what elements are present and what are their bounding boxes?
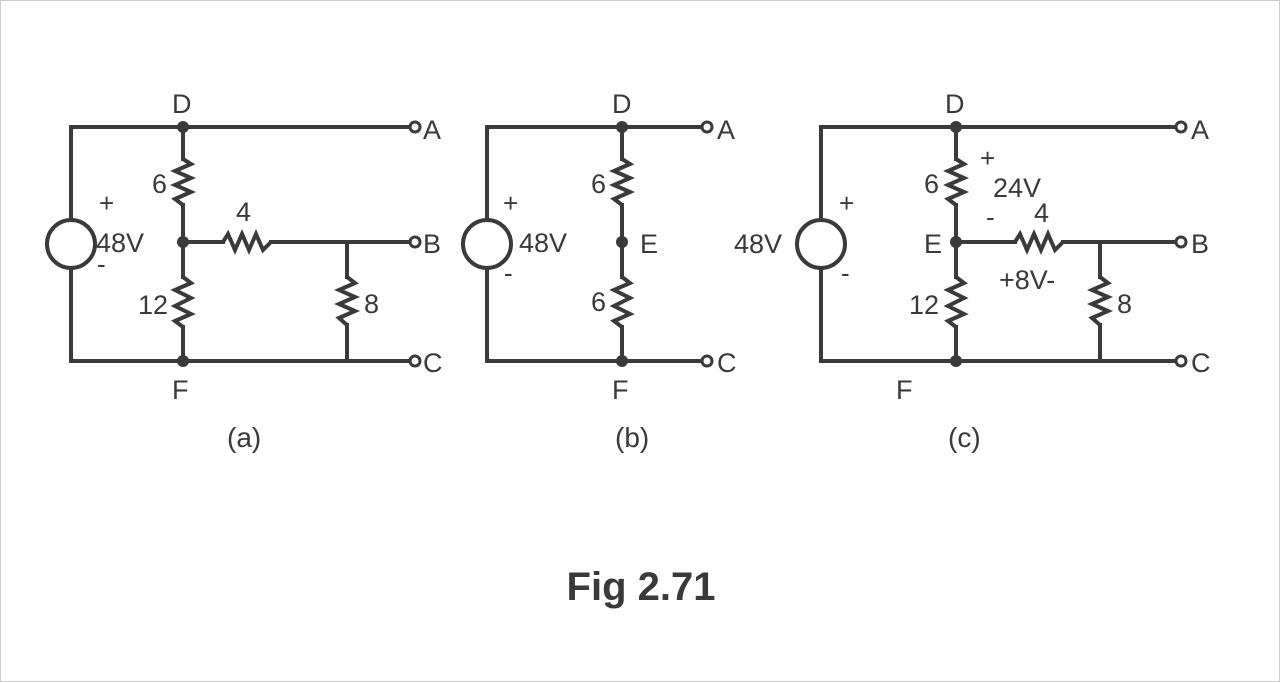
panel-a-label-r8: 8 [364,289,379,319]
panel-c-drop-8v: +8V- [999,265,1055,295]
panel-b-source-value: 48V [519,228,567,258]
panel-a-label-d: D [172,89,192,119]
panel-a-resistor-12 [170,275,196,329]
panel-c-label-e: E [924,229,942,259]
panel-c-label-c: C [1191,348,1211,378]
panel-c-drop-24v: 24V [993,173,1041,203]
panel-b-terminal-a [700,120,714,134]
panel-a: D F A B C 6 12 4 8 + 48V - (a) [45,89,443,453]
panel-c-source-value: 48V [734,229,782,259]
panel-b-label-r6-upper: 6 [591,169,606,199]
panel-c: D E F A B C 6 12 4 8 + 24V - +8V- + 48V … [734,89,1211,453]
panel-b-source-plus: + [503,188,518,218]
panel-c-node-f [950,355,962,367]
panel-b-node-d [616,121,628,133]
panel-b-label-d: D [612,89,632,119]
panel-c-label-b: B [1191,229,1209,259]
panel-c-source-minus: - [841,258,850,288]
panel-b-resistor-6-lower [609,275,635,329]
panel-c-label-r4: 4 [1034,198,1049,228]
panel-a-source-plus: + [99,188,114,218]
panel-a-source-minus: - [97,249,106,279]
panel-b-node-e [616,236,628,248]
panel-c-resistor-8 [1087,275,1113,327]
panel-a-label-f: F [172,375,189,405]
panel-b: D E F A C 6 6 + 48V - (b) [461,89,737,453]
panel-a-terminal-a [408,120,422,134]
panel-a-node-f [177,355,189,367]
panel-c-terminal-a [1174,120,1188,134]
panel-c-drop-minus: - [986,202,995,232]
panel-c-caption: (c) [948,422,981,453]
panel-b-source-minus: - [504,258,513,288]
panel-c-resistor-4 [1013,229,1065,255]
panel-c-resistor-12 [943,275,969,329]
panel-b-label-r6-lower: 6 [591,287,606,317]
panel-c-terminal-b [1174,235,1188,249]
panel-c-label-r6: 6 [924,169,939,199]
panel-a-resistor-4 [221,229,273,255]
figure-title: Fig 2.71 [567,565,716,609]
panel-a-caption: (a) [227,422,261,453]
panel-c-label-d: D [945,89,965,119]
panel-c-label-r12: 12 [909,290,939,320]
panel-a-resistor-6 [170,157,196,207]
panel-a-source-value: 48V [96,228,144,258]
panel-c-resistor-6 [943,157,969,207]
panel-c-node-e [950,236,962,248]
panel-b-label-a: A [717,115,735,145]
panel-a-label-r6: 6 [152,169,167,199]
panel-b-voltage-source [461,218,513,270]
panel-a-terminal-b [408,235,422,249]
panel-c-node-d [950,121,962,133]
panel-c-label-r8: 8 [1117,289,1132,319]
panel-c-label-f: F [896,375,913,405]
panel-b-label-c: C [717,348,737,378]
panel-a-resistor-8 [334,275,360,327]
panel-a-voltage-source [45,218,97,270]
panel-c-drop-plus: + [980,143,995,173]
panel-a-label-r12: 12 [138,290,168,320]
panel-c-terminal-c [1174,354,1188,368]
panel-a-label-c: C [423,348,443,378]
panel-c-voltage-source [795,218,847,270]
panel-a-node-mid [177,236,189,248]
panel-b-caption: (b) [615,422,649,453]
panel-b-resistor-6-upper [609,157,635,207]
panel-b-node-f [616,355,628,367]
panel-a-label-r4: 4 [236,197,251,227]
panel-c-source-plus: + [839,188,854,218]
panel-a-label-a: A [423,115,441,145]
panel-b-label-f: F [612,375,629,405]
panel-a-node-d [177,121,189,133]
panel-a-label-b: B [423,229,441,259]
panel-c-label-a: A [1191,115,1209,145]
panel-a-terminal-c [408,354,422,368]
panel-b-label-e: E [640,229,658,259]
panel-b-terminal-c [700,354,714,368]
